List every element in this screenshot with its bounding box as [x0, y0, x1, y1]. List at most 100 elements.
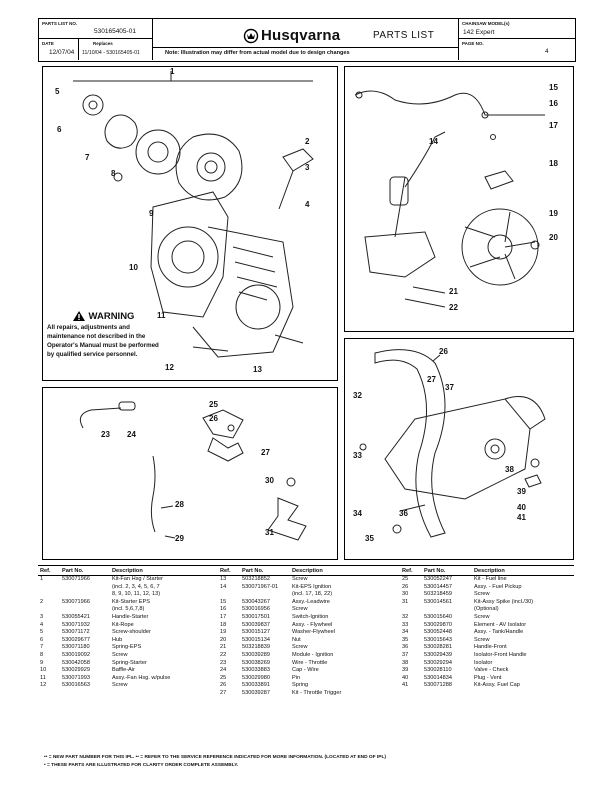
- callout-17: 17: [549, 121, 558, 130]
- table-cell: 32: [402, 613, 409, 620]
- table-cell: Hub: [112, 636, 123, 643]
- table-cell: Screw: [474, 591, 490, 598]
- replaces: 11/10/04 - 530165405-01: [82, 50, 140, 56]
- table-cell: Screw-shoulder: [112, 629, 151, 636]
- throttle-drawing: [79, 401, 307, 541]
- table-cell: 13: [220, 576, 227, 582]
- table-cell: 530015643: [424, 636, 452, 643]
- table-cell: Handle-Front: [474, 644, 507, 651]
- part-list-no-cell: PARTS LIST NO. 530165405-01: [39, 19, 153, 39]
- panel-starter-assembly: 1 2 3 4 5 6 7 8 9 10 11 12 13: [42, 66, 338, 381]
- table-cell: 17: [220, 613, 227, 620]
- table-cell: (Optional): [474, 606, 499, 613]
- table-cell: 39: [402, 667, 409, 674]
- callout-40: 40: [517, 503, 526, 512]
- callout-39: 39: [517, 487, 526, 496]
- table-cell: 530016956: [242, 606, 270, 613]
- table-cell: 14: [220, 583, 227, 590]
- table-cell: Cap - Wire: [292, 667, 319, 674]
- table-cell: 20: [220, 636, 227, 643]
- callout-33: 33: [353, 451, 362, 460]
- table-cell: 21: [220, 644, 227, 651]
- warning-box: WARNING All repairs, adjustments and mai…: [47, 310, 159, 359]
- table-cell: 530043267: [242, 598, 270, 605]
- part-list-no: 530165405-01: [94, 28, 136, 35]
- callout-1: 1: [170, 67, 175, 76]
- table-cell: 9: [40, 659, 44, 666]
- table-cell: 34: [402, 629, 409, 636]
- table-cell: Kit - Fuel line: [474, 576, 507, 582]
- table-cell: 25: [402, 576, 409, 582]
- table-cell: [60, 690, 110, 698]
- table-cell: 503218839: [242, 644, 270, 651]
- table-cell: Kit - Throttle Trigger: [292, 689, 342, 696]
- table-cell: Washer-Flywheel: [292, 629, 335, 636]
- page-cell: PAGE NO. 4: [459, 39, 575, 60]
- table-cell: 530019092: [62, 651, 90, 658]
- callout-19: 19: [549, 209, 558, 218]
- callout-28: 28: [175, 500, 184, 509]
- table-cell: 503218459: [424, 591, 452, 598]
- table-cell: 530033891: [242, 682, 270, 689]
- table-cell: Assy.-Leadwire: [292, 598, 330, 605]
- table-cell: 23: [220, 659, 227, 666]
- column-header: Part No.: [240, 565, 290, 576]
- callout-38: 38: [505, 465, 514, 474]
- callout-26: 26: [209, 414, 218, 423]
- table-cell: [218, 591, 240, 599]
- table-cell: 530029980: [242, 674, 270, 681]
- model-label: CHAINSAW MODEL(s): [462, 21, 510, 26]
- table-cell: 19: [220, 629, 227, 636]
- callout-35: 35: [365, 534, 374, 543]
- starter-assembly-drawing: [73, 71, 314, 358]
- table-cell: 530014834: [424, 674, 452, 681]
- table-cell: 26: [402, 583, 409, 590]
- table-cell: Module - Ignition: [292, 651, 334, 658]
- document-title: PARTS LIST: [373, 30, 435, 41]
- table-cell: [472, 690, 574, 698]
- table-cell: 530039289: [242, 651, 270, 658]
- table-cell: 2: [40, 598, 44, 605]
- table-cell: 530029439: [424, 651, 452, 658]
- column-header: Description: [110, 565, 218, 576]
- table-cell: 530071966: [62, 576, 90, 582]
- table-cell: 530029870: [424, 621, 452, 628]
- table-cell: 10: [40, 667, 47, 674]
- table-cell: 530014457: [424, 583, 452, 590]
- table-cell: 7: [40, 644, 44, 651]
- column-header: Part No.: [422, 565, 472, 576]
- table-cell: 37: [402, 651, 409, 658]
- callout-15: 15: [549, 83, 558, 92]
- callout-11: 11: [157, 311, 166, 320]
- table-cell: 530029294: [424, 659, 452, 666]
- callout-7: 7: [85, 153, 90, 162]
- table-cell: 27: [220, 689, 227, 696]
- table-cell: 12: [40, 682, 47, 689]
- table-cell: Element - AV Isolator: [474, 621, 527, 628]
- table-cell: 530071288: [424, 682, 452, 689]
- table-cell: Assy.-Fan Hsg. w/pulse: [112, 674, 171, 681]
- table-cell: 41: [402, 682, 409, 689]
- callout-18: 18: [549, 159, 558, 168]
- footnote-1: •• = NEW PART NUMBER FOR THIS IPL. •• = …: [44, 755, 386, 760]
- table-cell: 530015134: [242, 636, 270, 643]
- replaces-label: Replaces: [93, 41, 113, 46]
- table-cell: 530039837: [242, 621, 270, 628]
- table-cell: Kit-Starter EPS: [112, 598, 150, 605]
- panel-ignition: 14 15 16 17 18 19 20 21 22: [344, 66, 574, 332]
- callout-27b: 27: [427, 375, 436, 384]
- table-cell: Wire - Throttle: [292, 659, 328, 666]
- footnote-2: • = THESE PARTS ARE ILLUSTRATED FOR CLAR…: [44, 763, 239, 768]
- callout-4: 4: [305, 200, 310, 209]
- model-cell: CHAINSAW MODEL(s) 142 Expert: [459, 19, 575, 39]
- table-cell: Screw: [292, 606, 308, 613]
- table-cell: [60, 606, 110, 614]
- table-cell: Screw: [474, 613, 490, 620]
- table-cell: Nut: [292, 636, 301, 643]
- table-cell: 6: [40, 636, 44, 643]
- table-cell: 530038269: [242, 659, 270, 666]
- column-header: Ref.: [400, 565, 422, 576]
